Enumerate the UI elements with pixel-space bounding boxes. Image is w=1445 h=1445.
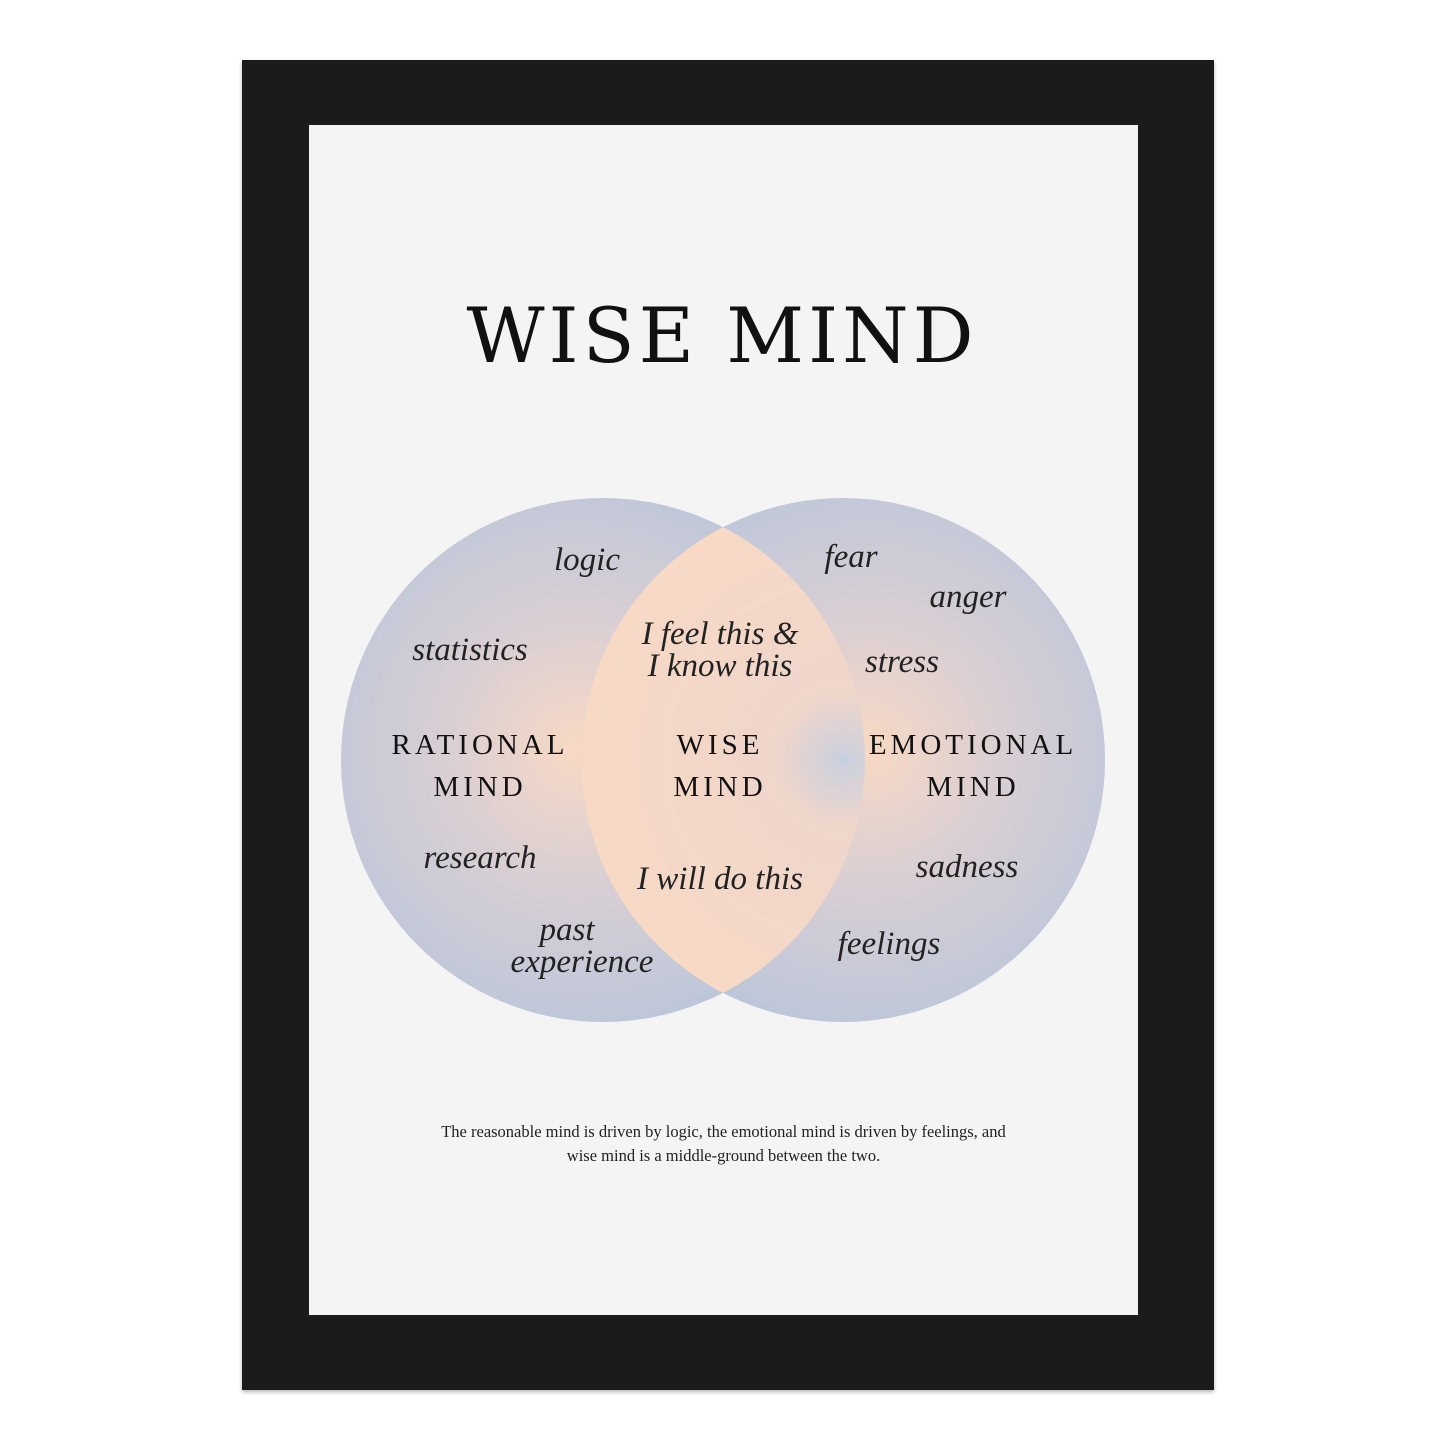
poster-title: WISE MIND	[466, 291, 977, 380]
word-will-do: I will do this	[636, 861, 803, 897]
wise-heading-1: WISE	[677, 729, 764, 761]
word-anger: anger	[930, 579, 1007, 615]
word-past: past	[537, 912, 595, 948]
word-logic: logic	[554, 542, 620, 578]
caption-line-2: wise mind is a middle-ground between the…	[566, 1146, 881, 1165]
word-feelings: feelings	[838, 926, 941, 962]
emotional-heading-2: MIND	[926, 771, 1019, 803]
word-feel-know-1: I feel this &	[641, 616, 799, 652]
wise-lens	[581, 498, 865, 1022]
word-feel-know-2: I know this	[647, 648, 793, 684]
word-experience: experience	[511, 944, 654, 980]
word-sadness: sadness	[916, 849, 1019, 885]
rational-heading-2: MIND	[433, 771, 526, 803]
caption: The reasonable mind is driven by logic, …	[309, 1120, 1138, 1168]
word-research: research	[423, 840, 536, 876]
caption-line-1: The reasonable mind is driven by logic, …	[441, 1122, 1006, 1141]
word-statistics: statistics	[412, 632, 528, 668]
word-fear: fear	[824, 539, 877, 575]
rational-heading-1: RATIONAL	[392, 729, 569, 761]
wise-heading-2: MIND	[673, 771, 766, 803]
word-stress: stress	[865, 644, 939, 680]
emotional-heading-1: EMOTIONAL	[869, 729, 1077, 761]
